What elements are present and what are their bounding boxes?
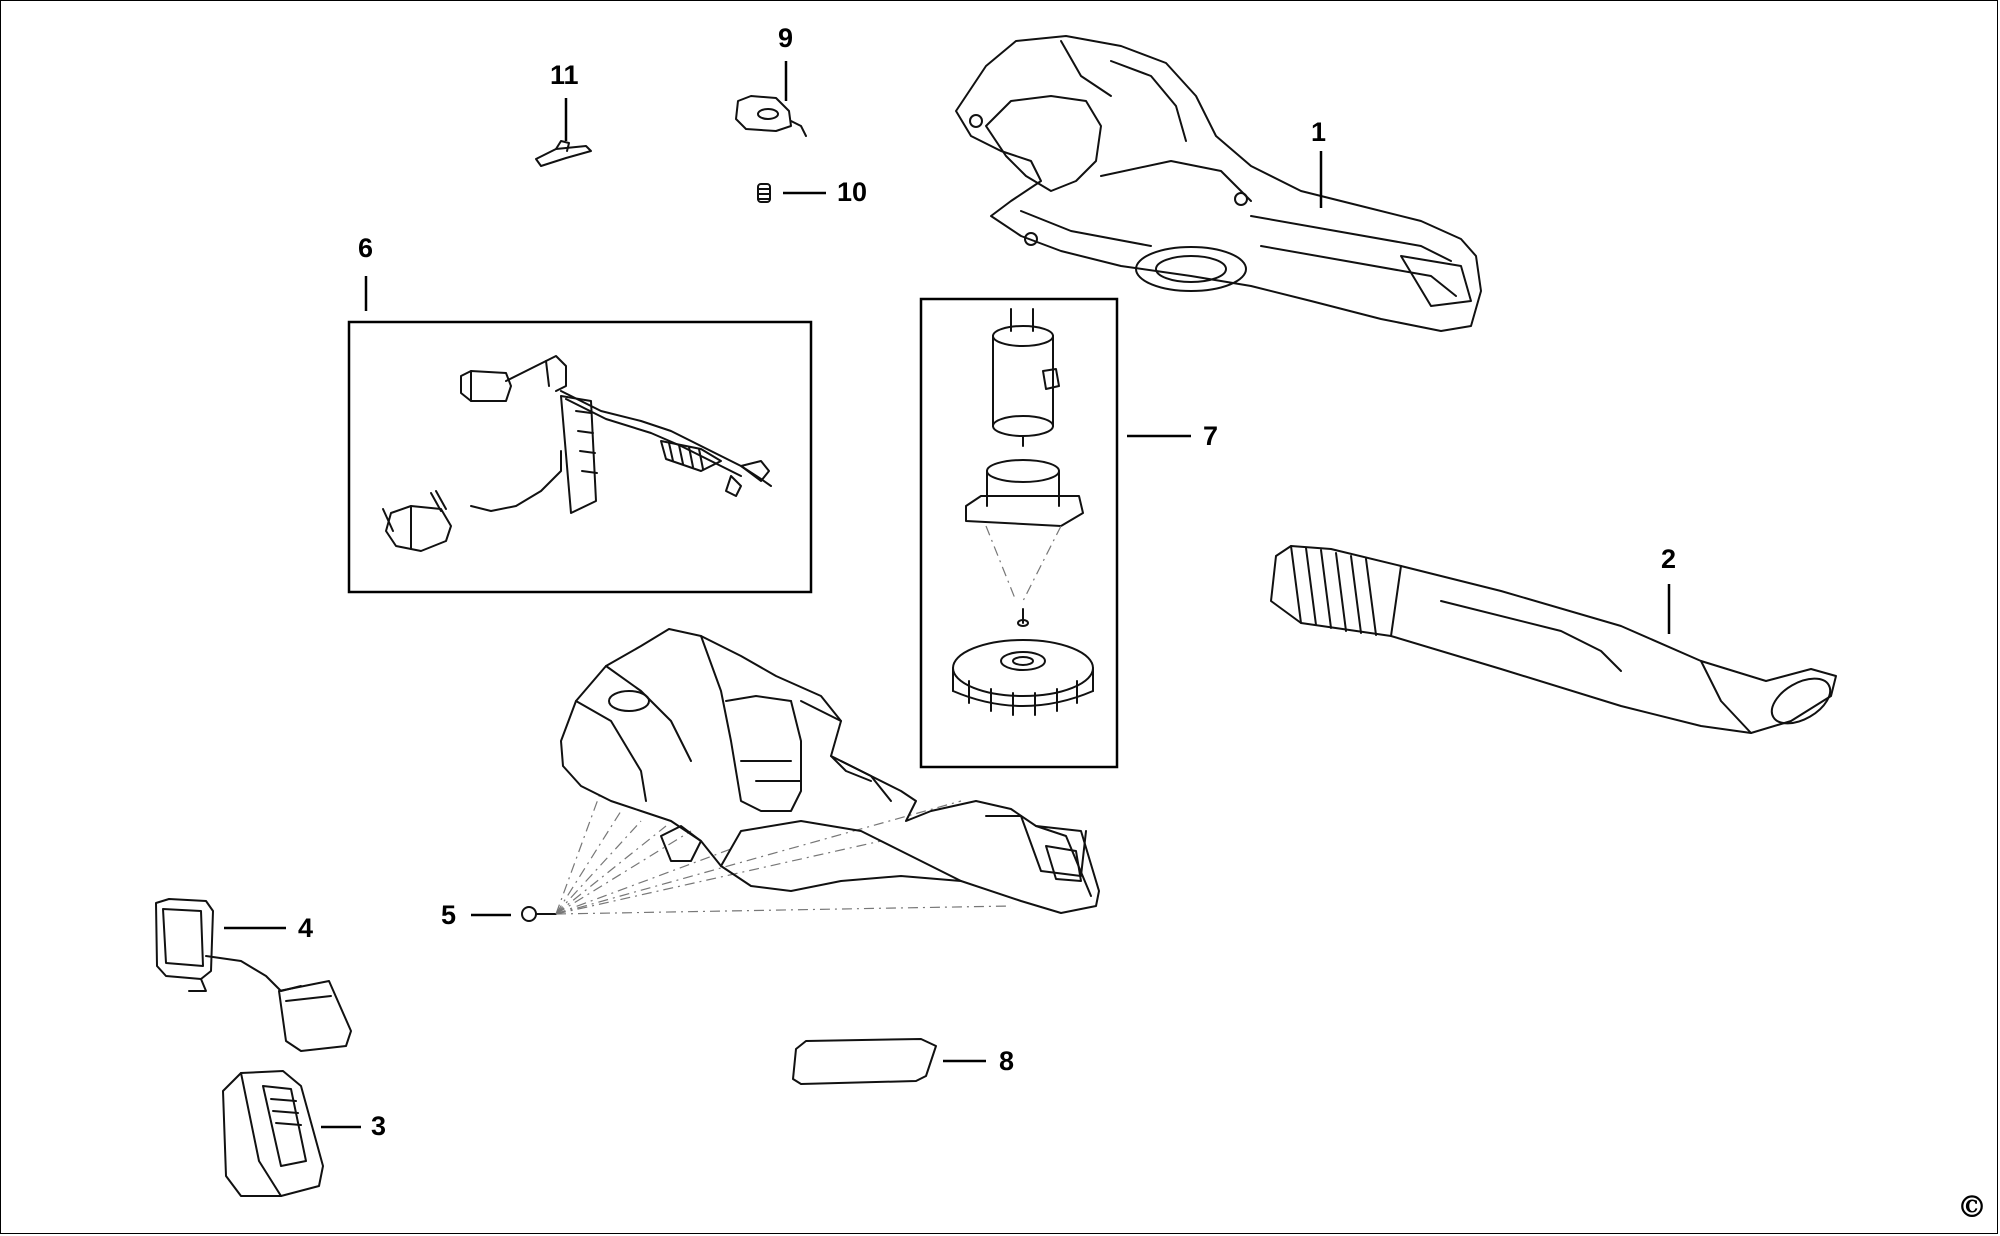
housing-half-part	[955, 35, 1482, 332]
motor-screw-lines	[985, 525, 1062, 602]
callout-6: 6	[358, 233, 374, 263]
copyright-mark: ©	[1957, 1190, 1987, 1225]
callout-5: 5	[441, 900, 457, 930]
charger-part	[155, 898, 352, 1052]
battery-pack-part	[222, 1070, 324, 1197]
lock-off-lever-part	[535, 140, 592, 167]
callout-11: 11	[550, 60, 579, 90]
callout-10: 10	[837, 177, 868, 207]
callout-8: 8	[999, 1046, 1015, 1076]
motor-fan-assembly-part	[952, 308, 1094, 716]
switch-wiring-box	[347, 320, 813, 594]
callout-4: 4	[298, 913, 314, 943]
callout-7: 7	[1203, 421, 1219, 451]
leader-lines	[224, 61, 1671, 1129]
callout-1: 1	[1311, 117, 1327, 147]
nameplate-part	[792, 1038, 937, 1085]
spring-part	[757, 183, 771, 203]
trigger-part	[735, 95, 807, 137]
blower-tube-part	[1270, 545, 1837, 734]
callout-2: 2	[1661, 544, 1677, 574]
blower-body-part	[560, 628, 1100, 914]
screw-locating-lines	[555, 790, 1012, 915]
screw-part	[521, 906, 557, 922]
callout-9: 9	[778, 23, 794, 53]
callout-3: 3	[371, 1111, 387, 1141]
switch-wiring-assembly-part	[382, 355, 772, 552]
motor-fan-box	[919, 297, 1119, 769]
